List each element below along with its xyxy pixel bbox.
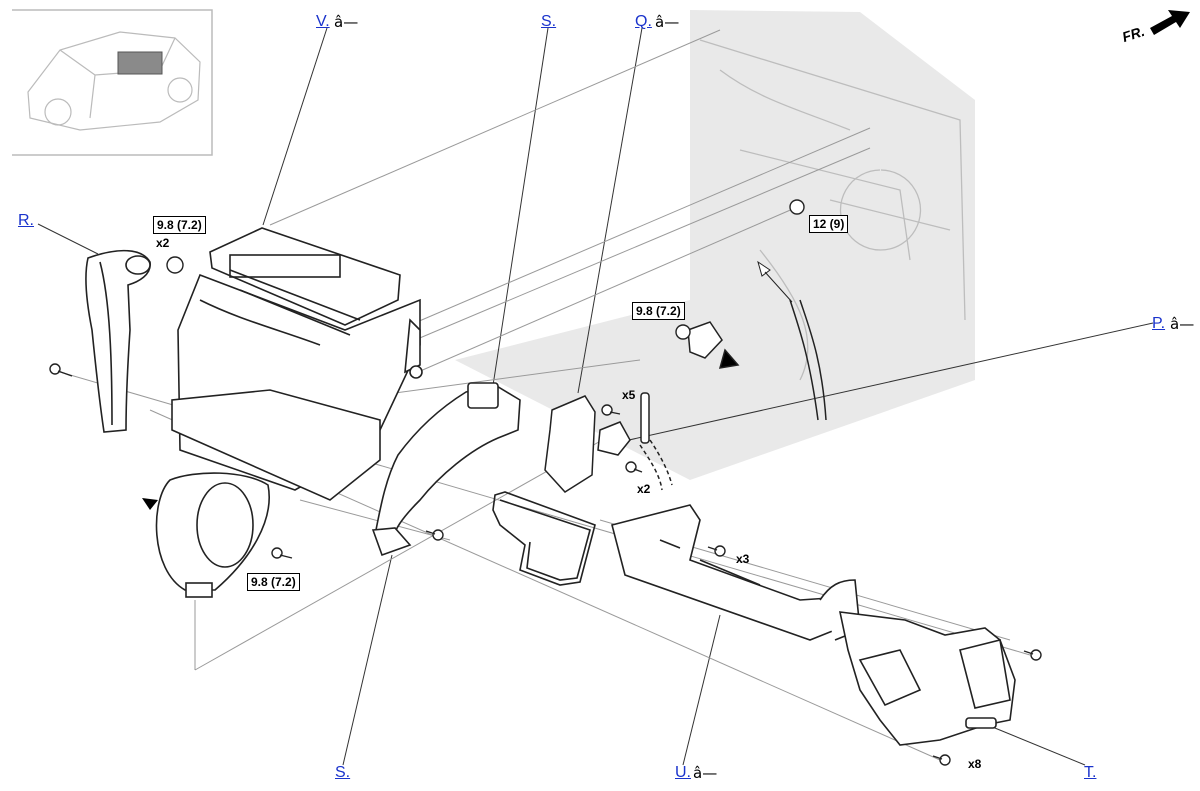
callout-u-link[interactable]: U.: [675, 764, 691, 781]
front-duct-part: [838, 611, 1016, 746]
inset-vehicle-overview: [12, 9, 213, 156]
quantity-x3: x3: [736, 552, 750, 566]
vehicle-body-shading: [455, 10, 975, 480]
callout-r-link[interactable]: R.: [18, 212, 34, 229]
leader-lines: [37, 27, 1154, 766]
quantity-x5: x5: [622, 388, 636, 402]
torque-spec-top-left: 9.8 (7.2): [153, 216, 206, 234]
heater-unit-part: [155, 227, 423, 598]
callout-q-suffix: â—: [655, 13, 680, 31]
rear-duct-part: [85, 249, 151, 433]
quantity-top-left: x2: [156, 236, 170, 250]
center-duct-part: [371, 382, 521, 557]
torque-spec-center: 9.8 (7.2): [632, 302, 685, 320]
torque-spec-bottom-left: 9.8 (7.2): [247, 573, 300, 591]
gasket-part: [492, 491, 596, 586]
callout-v-suffix: â—: [334, 13, 359, 31]
bracket-part: [544, 392, 650, 493]
callout-v-link[interactable]: V.: [316, 13, 330, 30]
callout-s-bottom-link[interactable]: S.: [335, 764, 351, 781]
callout-u-suffix: â—: [693, 764, 718, 782]
torque-spec-mid-right: 12 (9): [809, 215, 849, 233]
callout-s-top-link[interactable]: S.: [541, 13, 557, 30]
callout-p-suffix: â—: [1170, 315, 1195, 333]
front-direction-arrow-icon: [1150, 10, 1190, 35]
quantity-x8: x8: [968, 757, 982, 771]
long-duct-part: [611, 504, 861, 641]
callout-p-link[interactable]: P.: [1152, 315, 1166, 332]
fasteners: [49, 199, 1042, 766]
direction-arrows: [142, 260, 793, 510]
callout-q-link[interactable]: Q.: [635, 13, 652, 30]
callout-t-link[interactable]: T.: [1084, 764, 1097, 781]
quantity-x2-mid: x2: [637, 482, 651, 496]
hose-part: [639, 299, 827, 491]
